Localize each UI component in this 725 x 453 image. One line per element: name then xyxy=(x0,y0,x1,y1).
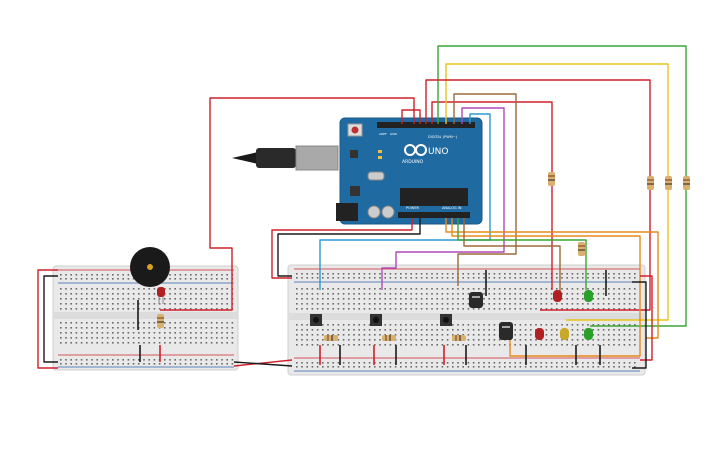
resistor-wire-green xyxy=(683,176,690,190)
arduino-uno: UNO ARDUINO DIGITAL (PWM~) ANALOG IN POW… xyxy=(232,117,483,225)
resistor-small-board xyxy=(157,314,164,328)
resistor-button-1 xyxy=(324,335,338,341)
wire-yellow xyxy=(445,63,669,321)
led-small-board xyxy=(157,287,165,304)
wire-orange xyxy=(445,218,659,339)
usb-cable xyxy=(232,145,339,171)
arduino-logo xyxy=(404,144,427,156)
large-breadboard-holes xyxy=(296,273,636,368)
wire-brown xyxy=(453,93,517,286)
led-yellow-1 xyxy=(560,328,569,340)
small-breadboard xyxy=(52,265,239,371)
transistor-2 xyxy=(499,322,513,340)
power-header-label: POWER xyxy=(406,206,420,210)
board-brand-label: ARDUINO xyxy=(402,159,424,165)
led-green-1 xyxy=(584,290,593,302)
aref-label: AREF xyxy=(379,132,387,136)
wire-red-led xyxy=(431,101,553,290)
wire-green xyxy=(437,45,687,327)
push-button-2 xyxy=(370,314,382,326)
led-red-1 xyxy=(553,290,562,302)
resistor-button-3 xyxy=(452,335,466,341)
transistor-1 xyxy=(469,292,483,308)
resistor-wire-red-2 xyxy=(647,176,654,190)
led-green-2 xyxy=(584,328,593,340)
wires xyxy=(37,45,687,369)
push-button-3 xyxy=(440,314,452,326)
wire-purple xyxy=(381,107,505,290)
piezo-buzzer xyxy=(130,247,170,287)
wire-red-5v xyxy=(160,97,415,311)
resistor-wire-green-2 xyxy=(578,242,585,256)
resistor-wire-yellow xyxy=(665,176,672,190)
wire-black-gnd xyxy=(277,218,421,277)
push-button-1 xyxy=(310,314,322,326)
digital-header-label: DIGITAL (PWM~) xyxy=(428,135,458,139)
analog-header-label: ANALOG IN xyxy=(442,206,462,210)
led-red-2 xyxy=(535,328,544,340)
gnd-label: GND xyxy=(390,132,398,136)
resistor-button-2 xyxy=(382,335,396,341)
wire-cyan xyxy=(319,113,491,290)
board-name-label: UNO xyxy=(428,147,448,157)
resistor-wire-red xyxy=(548,172,555,186)
